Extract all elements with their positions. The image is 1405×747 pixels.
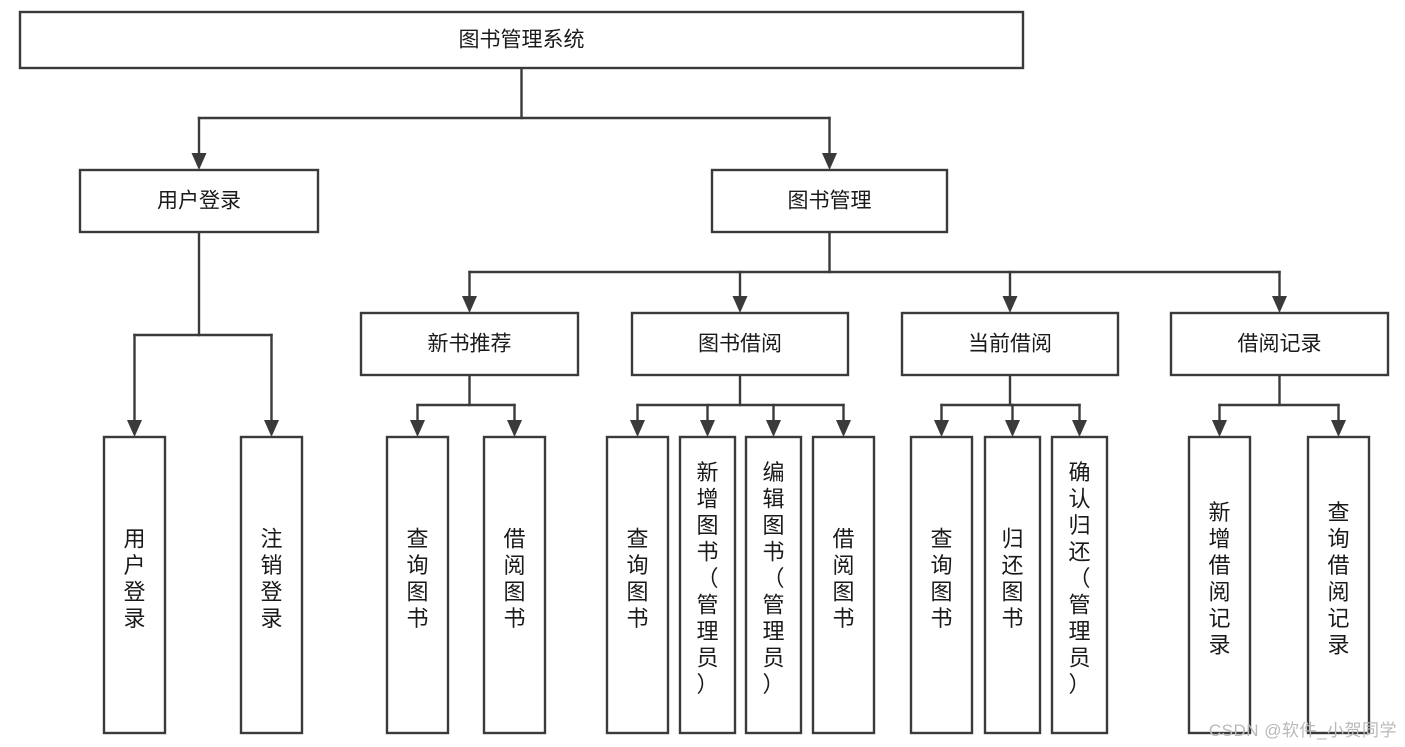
arrow-head-icon [1212,420,1227,437]
arrow-head-icon [822,153,837,170]
arrow-head-icon [1002,296,1018,313]
node-leaf-leaf-borrow-book-box[interactable] [811,435,876,735]
node-leaf-leaf-add-borrow-record-label: 新增借阅记录 [1208,500,1230,658]
node-leaf-leaf-confirm-return-admin-box[interactable] [1050,435,1109,735]
arrow-head-icon [1005,420,1020,437]
connector-book-management-to-level3 [462,230,1287,313]
node-level3-current-borrow-label: 当前借阅 [968,333,1052,356]
node-leaf-leaf-borrow-book-label: 借阅图书 [832,526,854,631]
node-root-root-label: 图书管理系统 [459,29,585,52]
node-leaf-leaf-user-login-box[interactable] [102,435,167,735]
node-leaf-leaf-add-book-admin-box[interactable] [678,435,737,735]
node-level2-user-login[interactable]: 用户登录 [78,168,320,234]
node-level2-user-login-box[interactable] [78,168,320,234]
arrow-head-icon [264,420,279,437]
arrow-head-icon [127,420,142,437]
node-leaf-leaf-query-book-current[interactable]: 查询图书 [909,435,974,735]
node-leaf-leaf-add-borrow-record[interactable]: 新增借阅记录 [1187,435,1252,735]
node-level3-new-book-recommend[interactable]: 新书推荐 [359,311,580,377]
node-level3-book-borrow-box[interactable] [630,311,850,377]
arrow-head-icon [836,420,851,437]
node-level3-new-book-recommend-label: 新书推荐 [428,333,512,356]
node-leaf-leaf-user-logout-label: 注销登录 [260,526,282,631]
node-leaf-leaf-user-login-label: 用户登录 [123,526,145,631]
node-leaf-leaf-borrow-book-recommend-box[interactable] [482,435,547,735]
arrow-head-icon [191,153,207,170]
node-root-root-box[interactable] [18,10,1025,70]
arrow-head-icon [934,420,949,437]
connector-borrow-record-to-leaves [1212,373,1346,437]
node-leaf-leaf-user-logout-box[interactable] [239,435,304,735]
arrow-head-icon [507,420,522,437]
node-leaf-leaf-edit-book-admin[interactable]: 编辑图书（管理员） [744,435,803,735]
node-leaf-leaf-query-borrow-record-label: 查询借阅记录 [1327,500,1349,658]
connector-new-book-recommend-to-leaves [410,373,522,437]
node-leaf-leaf-confirm-return-admin[interactable]: 确认归还（管理员） [1050,435,1109,735]
arrow-head-icon [1331,420,1346,437]
node-level3-book-borrow-label: 图书借阅 [698,333,782,356]
node-leaf-leaf-user-login[interactable]: 用户登录 [102,435,167,735]
node-leaf-leaf-return-book[interactable]: 归还图书 [983,435,1042,735]
connector-root-to-level2 [191,66,837,170]
node-leaf-leaf-query-book-recommend-label: 查询图书 [406,526,428,631]
node-leaf-leaf-query-book-borrow-box[interactable] [605,435,670,735]
csdn-watermark: CSDN @软件_小贺同学 [1208,721,1397,740]
node-level3-borrow-record[interactable]: 借阅记录 [1169,311,1390,377]
node-leaf-leaf-return-book-box[interactable] [983,435,1042,735]
node-leaf-leaf-query-borrow-record-box[interactable] [1306,435,1371,735]
node-level3-current-borrow[interactable]: 当前借阅 [900,311,1120,377]
node-level3-borrow-record-box[interactable] [1169,311,1390,377]
arrow-head-icon [1272,296,1287,313]
arrow-head-icon [1072,420,1087,437]
node-leaf-leaf-query-borrow-record[interactable]: 查询借阅记录 [1306,435,1371,735]
node-leaf-leaf-borrow-book-recommend-label: 借阅图书 [503,526,525,631]
node-level2-book-management-box[interactable] [710,168,949,234]
connector-current-borrow-to-leaves [934,373,1087,437]
node-leaf-leaf-query-book-current-label: 查询图书 [930,526,952,631]
node-leaf-leaf-add-book-admin[interactable]: 新增图书（管理员） [678,435,737,735]
node-level3-current-borrow-box[interactable] [900,311,1120,377]
arrow-head-icon [410,420,425,437]
node-root-root[interactable]: 图书管理系统 [18,10,1025,70]
node-leaf-leaf-query-book-recommend-box[interactable] [385,435,450,735]
node-level3-borrow-record-label: 借阅记录 [1238,333,1322,356]
node-leaf-leaf-user-logout[interactable]: 注销登录 [239,435,304,735]
node-leaf-leaf-query-book-current-box[interactable] [909,435,974,735]
arrow-head-icon [630,420,645,437]
connectors-layer [127,66,1346,437]
node-leaf-leaf-query-book-borrow-label: 查询图书 [626,526,648,631]
node-leaf-leaf-borrow-book[interactable]: 借阅图书 [811,435,876,735]
nodes-layer: 图书管理系统用户登录图书管理新书推荐图书借阅当前借阅借阅记录用户登录注销登录查询… [18,10,1390,735]
node-level3-new-book-recommend-box[interactable] [359,311,580,377]
node-leaf-leaf-borrow-book-recommend[interactable]: 借阅图书 [482,435,547,735]
node-leaf-leaf-add-borrow-record-box[interactable] [1187,435,1252,735]
arrow-head-icon [766,420,781,437]
node-leaf-leaf-edit-book-admin-label: 编辑图书（管理员） [762,460,784,697]
node-leaf-leaf-edit-book-admin-box[interactable] [744,435,803,735]
node-leaf-leaf-return-book-label: 归还图书 [1001,526,1023,631]
node-leaf-leaf-add-book-admin-label: 新增图书（管理员） [696,460,718,697]
connector-user-login-to-leaves [127,230,279,437]
node-leaf-leaf-confirm-return-admin-label: 确认归还（管理员） [1068,460,1090,697]
node-level3-book-borrow[interactable]: 图书借阅 [630,311,850,377]
node-level2-book-management[interactable]: 图书管理 [710,168,949,234]
connector-book-borrow-to-leaves [630,373,851,437]
arrow-head-icon [462,296,477,313]
node-level2-user-login-label: 用户登录 [157,190,241,213]
arrow-head-icon [700,420,715,437]
node-leaf-leaf-query-book-recommend[interactable]: 查询图书 [385,435,450,735]
arrow-head-icon [732,296,748,313]
node-leaf-leaf-query-book-borrow[interactable]: 查询图书 [605,435,670,735]
node-level2-book-management-label: 图书管理 [788,190,872,213]
